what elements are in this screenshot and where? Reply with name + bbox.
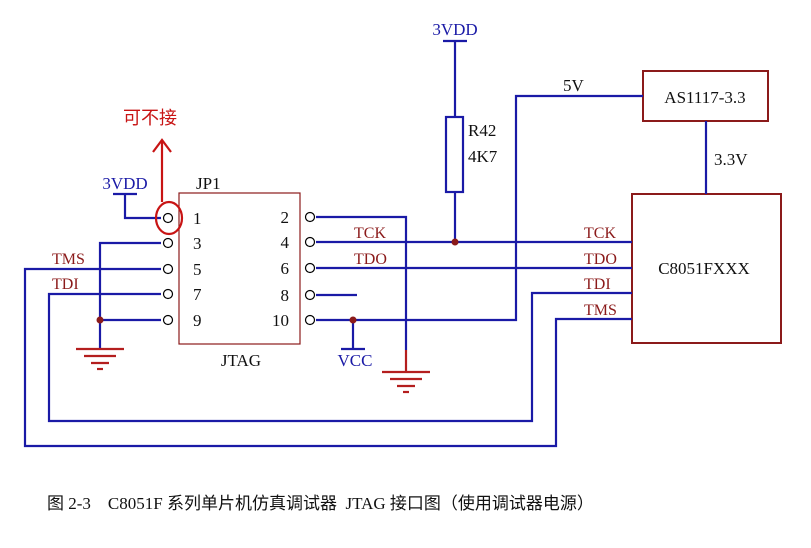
pin-1-circle xyxy=(162,212,174,224)
pin-9-circle xyxy=(162,314,174,326)
pin-2-circle xyxy=(304,211,316,223)
pin-number-4: 4 xyxy=(281,233,290,252)
pin-number-3: 3 xyxy=(193,234,202,253)
label-3vdd-top: 3VDD xyxy=(432,20,477,39)
pin-number-8: 8 xyxy=(281,286,290,305)
net-label-tms-mcu: TMS xyxy=(584,302,617,319)
pin-number-5: 5 xyxy=(193,260,202,279)
net-label-tck-mid: TCK xyxy=(354,225,386,242)
net-label-tms-left: TMS xyxy=(52,251,85,268)
label-vcc: VCC xyxy=(338,351,373,370)
label-jtag: JTAG xyxy=(221,351,261,370)
pin-5-circle xyxy=(162,263,174,275)
wire-pin10-5v xyxy=(316,94,643,322)
label-3vdd-pin1: 3VDD xyxy=(102,174,147,193)
pin-number-6: 6 xyxy=(281,259,290,278)
label-jp1: JP1 xyxy=(196,174,221,193)
net-label-tdo-mcu: TDO xyxy=(584,251,617,268)
pin-number-1: 1 xyxy=(193,209,202,228)
label-regulator: AS1117-3.3 xyxy=(664,88,745,107)
pin-3-circle xyxy=(162,237,174,249)
pin-10-circle xyxy=(304,314,316,326)
label-r42: R42 xyxy=(468,121,496,140)
pin-number-2: 2 xyxy=(281,208,290,227)
wire-pin2-gnd xyxy=(316,215,408,350)
pin-number-9: 9 xyxy=(193,311,202,330)
wire-tms-loop xyxy=(23,267,632,448)
wire-pin3-gnd xyxy=(98,241,161,320)
net-label-tck-mcu: TCK xyxy=(584,225,616,242)
junction-dot-vcc xyxy=(349,316,357,324)
resistor-body xyxy=(444,115,465,194)
ground-symbol-right xyxy=(382,350,430,394)
label-5v: 5V xyxy=(563,76,585,95)
pin-4-circle xyxy=(304,236,316,248)
wire-tdi-loop xyxy=(47,291,632,423)
label-3v3: 3.3V xyxy=(714,150,748,169)
pin-6-circle xyxy=(304,262,316,274)
pin-8-circle xyxy=(304,289,316,301)
junction-dot-left-gnd xyxy=(96,316,104,324)
wire-pin1-3vdd xyxy=(123,194,161,220)
ground-symbol-left xyxy=(76,347,124,371)
net-label-tdi-left: TDI xyxy=(52,276,79,293)
junction-dot-tck xyxy=(451,238,459,246)
net-label-tdi-mcu: TDI xyxy=(584,276,611,293)
label-4k7: 4K7 xyxy=(468,147,498,166)
figure-caption: 图 2-3 C8051F 系列单片机仿真调试器 JTAG 接口图（使用调试器电源… xyxy=(47,493,594,513)
label-mcu: C8051FXXX xyxy=(658,259,750,278)
pin-number-7: 7 xyxy=(193,285,202,304)
net-label-tdo-mid: TDO xyxy=(354,251,387,268)
pin-7-circle xyxy=(162,288,174,300)
pin-number-10: 10 xyxy=(272,311,289,330)
jtag-connector-box xyxy=(178,192,301,345)
not-connect-arrow-icon xyxy=(152,138,184,236)
label-not-connect: 可不接 xyxy=(123,108,177,128)
